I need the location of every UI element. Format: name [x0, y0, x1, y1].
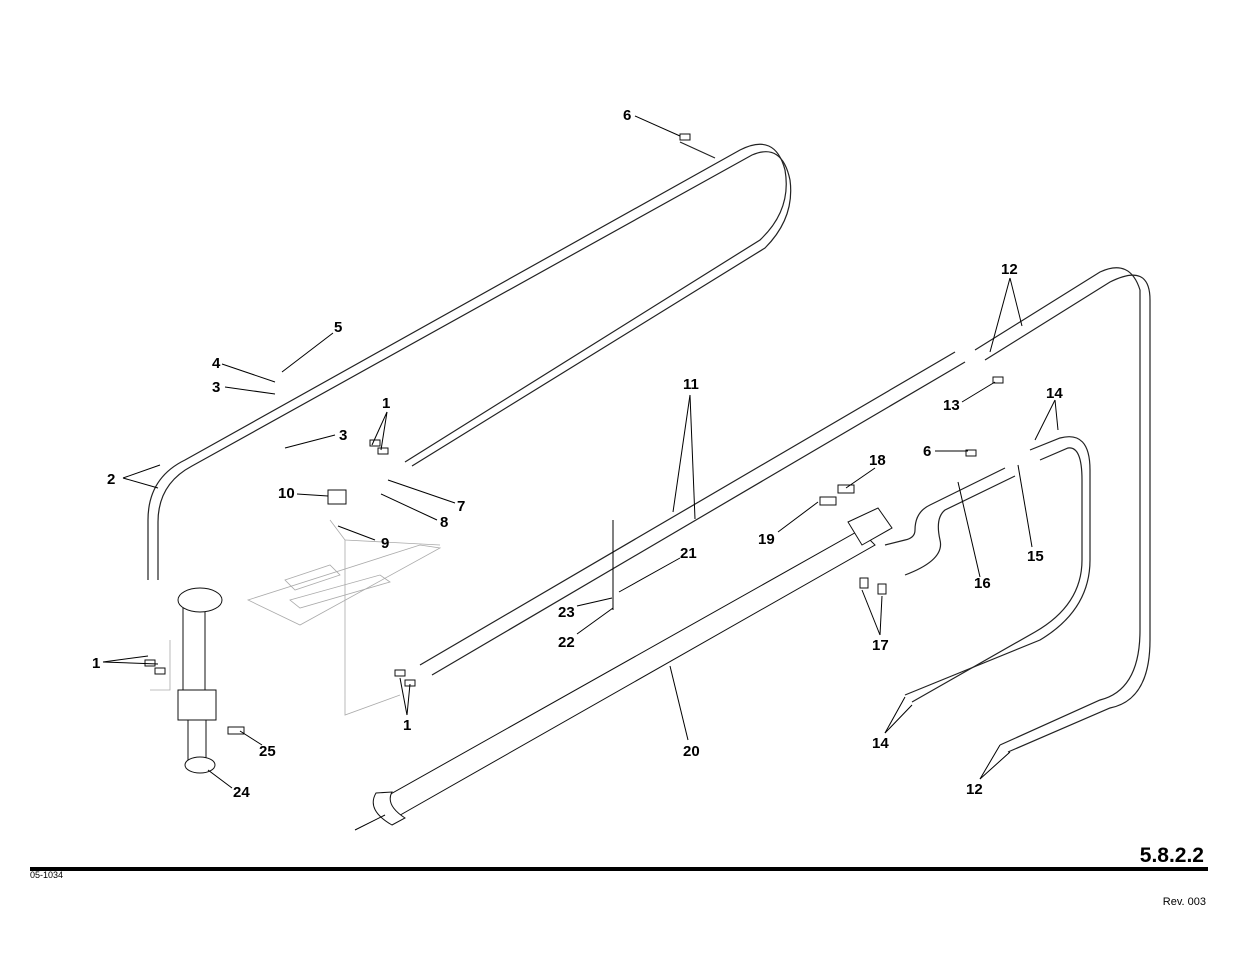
callout-7: 7	[457, 498, 465, 515]
ghost-assembly	[150, 519, 442, 716]
callout-12: 12	[1001, 261, 1018, 278]
callout-15: 15	[1027, 548, 1044, 565]
footer: 5.8.2.2 05-1034 Rev. 003	[30, 844, 1208, 908]
callout-4: 4	[212, 355, 221, 372]
callout-17: 17	[872, 637, 889, 654]
callout-9: 9	[381, 535, 389, 552]
callout-22: 22	[558, 634, 575, 651]
callout-labels: 1 1 1 2 3 3 4 5 6 6 7 8 9 10 11 12 12 13…	[92, 107, 1063, 801]
callout-20: 20	[683, 743, 700, 760]
callout-11: 11	[683, 376, 699, 393]
hose-loop-2	[147, 141, 792, 580]
callout-3: 3	[339, 427, 347, 444]
callout-5: 5	[334, 319, 342, 336]
cylinder-20	[354, 507, 893, 831]
drawing-id: 05-1034	[30, 870, 63, 880]
revision-label: Rev. 003	[1163, 896, 1206, 908]
callout-16: 16	[974, 575, 991, 592]
cylinder-24	[177, 587, 223, 774]
callout-25: 25	[259, 743, 276, 760]
callout-24: 24	[233, 784, 250, 801]
callout-10: 10	[278, 485, 295, 502]
callout-1: 1	[403, 717, 411, 734]
callout-13: 13	[943, 397, 960, 414]
callout-23: 23	[558, 604, 575, 621]
callout-18: 18	[869, 452, 886, 469]
callout-14: 14	[872, 735, 889, 752]
callout-1: 1	[382, 395, 390, 412]
page-number: 5.8.2.2	[1140, 844, 1204, 867]
footer-rule	[30, 867, 1208, 871]
callout-1: 1	[92, 655, 100, 672]
callout-3: 3	[212, 379, 220, 396]
hose-11	[419, 351, 966, 676]
callout-21: 21	[680, 545, 697, 562]
hose-loop-12	[974, 267, 1151, 753]
leader-lines	[102, 115, 1059, 789]
callout-6: 6	[923, 443, 931, 460]
hose-loop-14	[904, 436, 1091, 703]
callout-19: 19	[758, 531, 775, 548]
callout-8: 8	[440, 514, 448, 531]
callout-12: 12	[966, 781, 983, 798]
callout-14: 14	[1046, 385, 1063, 402]
callout-6: 6	[623, 107, 631, 124]
tube-16	[884, 467, 1016, 576]
callout-2: 2	[107, 471, 115, 488]
fittings	[144, 133, 1004, 735]
